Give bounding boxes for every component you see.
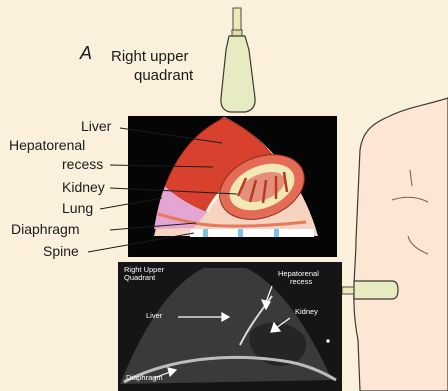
panel-title-line2: quadrant <box>134 68 193 83</box>
us-label-liver: Liver <box>146 312 162 320</box>
label-spine: Spine <box>43 244 79 258</box>
ultrasound-probe-icon <box>221 36 255 112</box>
spine-segments <box>190 229 314 237</box>
us-label-recess: recess <box>290 278 312 286</box>
us-heading-line2: Quadrant <box>124 274 155 282</box>
label-liver: Liver <box>81 119 111 133</box>
us-label-diaphragm: Diaphragm <box>126 374 163 382</box>
probe-cable-sleeve <box>232 30 242 36</box>
side-probe-icon <box>354 281 398 299</box>
label-kidney: Kidney <box>62 180 105 194</box>
label-hepatorenal: Hepatorenal <box>9 138 85 152</box>
patient-torso <box>354 98 448 391</box>
label-hepatorenal-recess: recess <box>62 157 103 171</box>
label-diaphragm: Diaphragm <box>11 222 79 236</box>
ultrasound-marker-dot <box>326 339 330 343</box>
panel-letter: A <box>80 44 92 62</box>
panel-title-line1: Right upper <box>111 49 189 64</box>
label-lung: Lung <box>62 201 93 215</box>
us-label-kidney: Kidney <box>295 308 318 316</box>
side-probe-cable <box>342 287 354 294</box>
